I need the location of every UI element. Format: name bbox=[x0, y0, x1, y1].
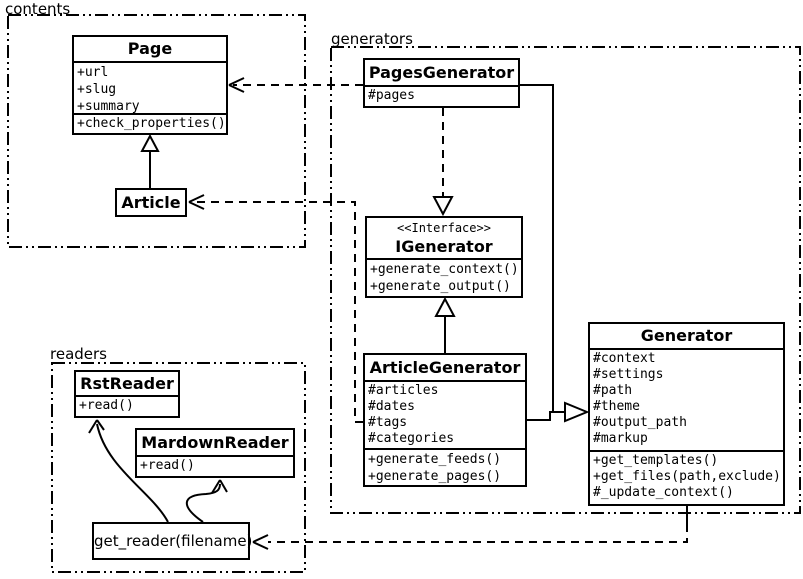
class-method: #_update_context() bbox=[593, 485, 734, 500]
interface-igenerator-methods: +generate_context() +generate_output() bbox=[367, 258, 521, 296]
class-attribute: #theme bbox=[593, 399, 640, 414]
class-attribute: #markup bbox=[593, 431, 648, 446]
generators-package-border bbox=[330, 46, 801, 514]
interface-igenerator-title: IGenerator bbox=[395, 237, 493, 256]
class-articlegenerator-methods: +generate_feeds() +generate_pages() bbox=[365, 448, 525, 485]
class-attribute: +url bbox=[77, 65, 109, 80]
class-attribute: #tags bbox=[368, 415, 408, 430]
class-rstreader: RstReader +read() bbox=[74, 370, 180, 418]
class-attribute: +summary bbox=[77, 99, 140, 113]
class-method: +get_files(path,exclude) bbox=[593, 469, 781, 484]
contents-package-border bbox=[7, 14, 306, 248]
class-attribute: #categories bbox=[368, 431, 455, 446]
arrow-articlegenerator-to-igenerator bbox=[434, 296, 456, 353]
class-mardownreader-methods: +read() bbox=[137, 455, 293, 476]
class-generator: Generator #context #settings #path #them… bbox=[588, 322, 785, 506]
class-articlegenerator: ArticleGenerator #articles #dates #tags … bbox=[363, 353, 527, 487]
class-generator-attributes: #context #settings #path #theme #output_… bbox=[590, 348, 783, 450]
class-mardownreader: MardownReader +read() bbox=[135, 428, 295, 478]
class-article-title: Article bbox=[121, 193, 181, 212]
class-mardownreader-title: MardownReader bbox=[141, 433, 289, 452]
arrow-pagesgenerator-to-page bbox=[228, 77, 363, 93]
class-method: +generate_pages() bbox=[368, 469, 502, 484]
class-attribute: #context bbox=[593, 351, 656, 366]
arrow-article-to-page bbox=[140, 133, 160, 188]
class-page: Page +url +slug +summary +check_properti… bbox=[72, 35, 228, 135]
class-rstreader-methods: +read() bbox=[76, 395, 178, 416]
generators-package-label: generators bbox=[331, 30, 413, 48]
interface-stereotype: <<Interface>> bbox=[397, 221, 491, 235]
class-attribute: #articles bbox=[368, 383, 439, 398]
class-pagesgenerator-title: PagesGenerator bbox=[368, 63, 515, 82]
class-page-attributes: +url +slug +summary bbox=[74, 61, 226, 113]
contents-package-label: contents bbox=[5, 0, 71, 18]
class-generator-methods: +get_templates() +get_files(path,exclude… bbox=[590, 450, 783, 504]
class-attribute: #path bbox=[593, 383, 633, 398]
arrow-articlegenerator-to-article bbox=[188, 194, 363, 423]
class-article: Article bbox=[115, 188, 187, 217]
arrow-pagesgenerator-to-igenerator bbox=[432, 108, 454, 217]
class-page-methods: +check_properties() bbox=[74, 113, 226, 133]
function-get-reader: get_reader(filename) bbox=[92, 522, 252, 560]
class-pagesgenerator-attributes: #pages bbox=[365, 85, 518, 106]
class-method: +generate_output() bbox=[370, 279, 511, 294]
class-method: +read() bbox=[79, 398, 134, 413]
class-page-title: Page bbox=[127, 39, 173, 58]
arrow-generator-to-getreader bbox=[252, 506, 688, 550]
arrow-generators-to-generator bbox=[520, 84, 590, 423]
interface-igenerator-header: <<Interface>> IGenerator bbox=[367, 218, 521, 258]
arrow-getreader-to-mardownreader bbox=[185, 479, 228, 523]
class-method: +get_templates() bbox=[593, 453, 719, 468]
arrow-getreader-to-rstreader bbox=[88, 419, 169, 523]
readers-package-border bbox=[51, 362, 306, 573]
readers-package-label: readers bbox=[50, 345, 107, 363]
class-pagesgenerator: PagesGenerator #pages bbox=[363, 58, 520, 108]
class-method: +check_properties() bbox=[77, 116, 226, 131]
class-method: +generate_context() bbox=[370, 262, 519, 277]
class-attribute: #output_path bbox=[593, 415, 687, 430]
class-attribute: +slug bbox=[77, 82, 117, 97]
class-articlegenerator-title: ArticleGenerator bbox=[369, 358, 521, 377]
class-rstreader-title: RstReader bbox=[80, 374, 174, 393]
class-generator-title: Generator bbox=[640, 326, 733, 345]
interface-igenerator: <<Interface>> IGenerator +generate_conte… bbox=[365, 216, 523, 298]
class-method: +generate_feeds() bbox=[368, 452, 502, 467]
class-attribute: #dates bbox=[368, 399, 415, 414]
class-attribute: #settings bbox=[593, 367, 664, 382]
class-articlegenerator-attributes: #articles #dates #tags #categories bbox=[365, 380, 525, 448]
class-method: +read() bbox=[140, 458, 195, 473]
class-attribute: #pages bbox=[368, 88, 415, 103]
